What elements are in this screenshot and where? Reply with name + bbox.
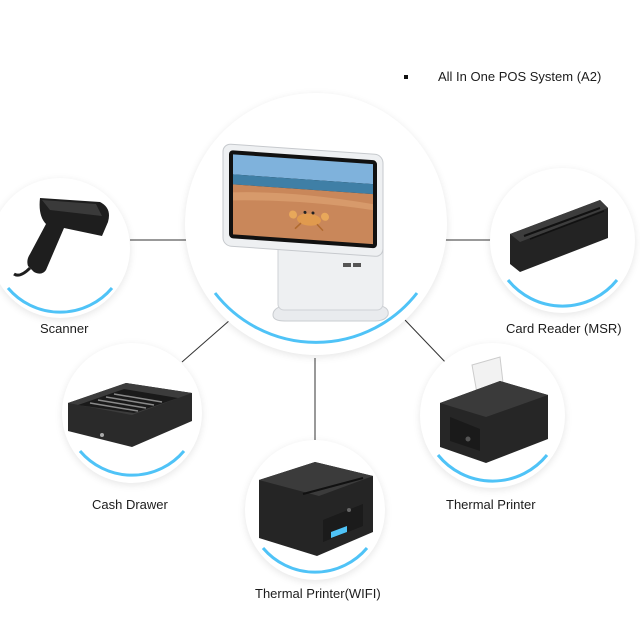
card-reader-circle xyxy=(490,168,635,313)
accent-ring xyxy=(261,547,369,574)
cash-drawer-icon xyxy=(68,383,192,447)
card-reader-icon xyxy=(510,200,608,272)
cash-drawer-label: Cash Drawer xyxy=(92,497,168,512)
scanner-circle xyxy=(0,178,130,318)
accent-ring xyxy=(6,287,114,314)
header: All In One POS System (A2) xyxy=(404,69,601,84)
wifi-thermal-printer-icon xyxy=(259,462,373,556)
center-terminal-circle xyxy=(185,93,447,355)
thermal-printer-wifi-circle xyxy=(245,440,385,580)
bullet-icon xyxy=(404,74,408,79)
card-reader-label: Card Reader (MSR) xyxy=(506,321,622,336)
accent-ring xyxy=(506,279,619,308)
thermal-printer-circle xyxy=(420,343,565,488)
thermal-printer-icon xyxy=(440,356,548,463)
thermal-printer-label: Thermal Printer xyxy=(446,497,536,512)
header-title: All In One POS System (A2) xyxy=(438,69,602,84)
accent-ring xyxy=(78,450,186,477)
accent-ring xyxy=(436,454,549,483)
cash-drawer-circle xyxy=(62,343,202,483)
connector-thermal-printer xyxy=(404,319,449,366)
scanner-label: Scanner xyxy=(40,321,89,336)
accent-ring xyxy=(213,292,419,344)
thermal-printer-wifi-label: Thermal Printer(WIFI) xyxy=(255,586,381,601)
connector-cash-drawer xyxy=(181,319,231,363)
barcode-scanner-icon xyxy=(13,198,110,277)
pos-terminal-icon xyxy=(222,143,389,322)
